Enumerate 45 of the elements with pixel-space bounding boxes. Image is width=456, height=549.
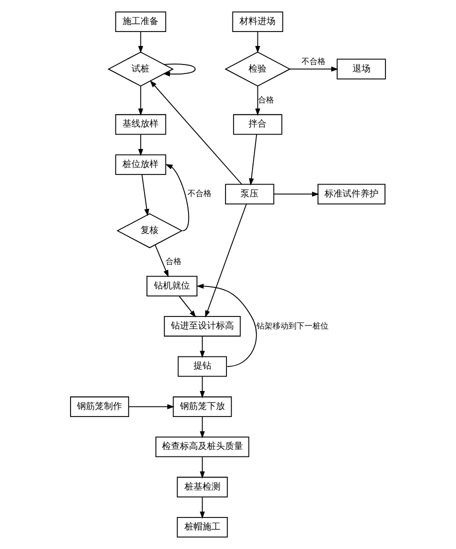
node-box: 泵压 (225, 184, 274, 204)
node-box: 检查标高及桩头质量 (155, 436, 250, 458)
node-box: 钻机就位 (146, 276, 198, 296)
arrow (138, 134, 144, 156)
edge-label: 钻架移动到下一桩位 (256, 321, 329, 330)
node-box: 施工准备 (115, 11, 166, 32)
node-box: 桩帽施工 (176, 517, 228, 538)
arrow (273, 192, 320, 197)
node-box: 材料进场 (232, 11, 284, 32)
arrow (150, 80, 242, 185)
arrow (289, 66, 338, 72)
node-box: 桩基检测 (176, 476, 228, 498)
arrow (200, 336, 205, 358)
arrow (138, 31, 144, 54)
node-diamond: 检验 (224, 52, 291, 87)
arrow (138, 86, 144, 116)
arrow (255, 86, 260, 116)
edge-label: 不合格 (302, 56, 326, 66)
arrow (255, 31, 260, 54)
arrow (205, 204, 247, 318)
node-box: 标准试件养护 (318, 184, 386, 204)
edge-label: 合格 (258, 95, 274, 104)
node-box: 桩位放样 (115, 154, 166, 175)
arrow (196, 284, 257, 367)
arrow (200, 456, 205, 479)
node-diamond: 复核 (116, 213, 183, 248)
arrow (162, 64, 196, 76)
arrow (200, 416, 205, 438)
edge-label: 合格 (165, 256, 182, 266)
arrow (141, 174, 150, 216)
node-box: 钢筋笼制作 (70, 396, 130, 417)
arrow (248, 134, 258, 186)
arrow (200, 376, 205, 398)
node-box: 退场 (336, 58, 386, 80)
node-box: 钻进至设计标高 (164, 316, 241, 337)
arrow (154, 244, 169, 278)
arrow (178, 296, 196, 318)
arrow (165, 164, 190, 232)
arrow (128, 404, 174, 410)
arrow (200, 496, 205, 519)
node-box: 拌合 (233, 114, 282, 135)
edge-label: 不合格 (188, 189, 212, 198)
node-box: 提钻 (178, 356, 227, 377)
node-box: 钢筋笼下放 (172, 396, 232, 417)
node-box: 基线放样 (115, 114, 166, 135)
